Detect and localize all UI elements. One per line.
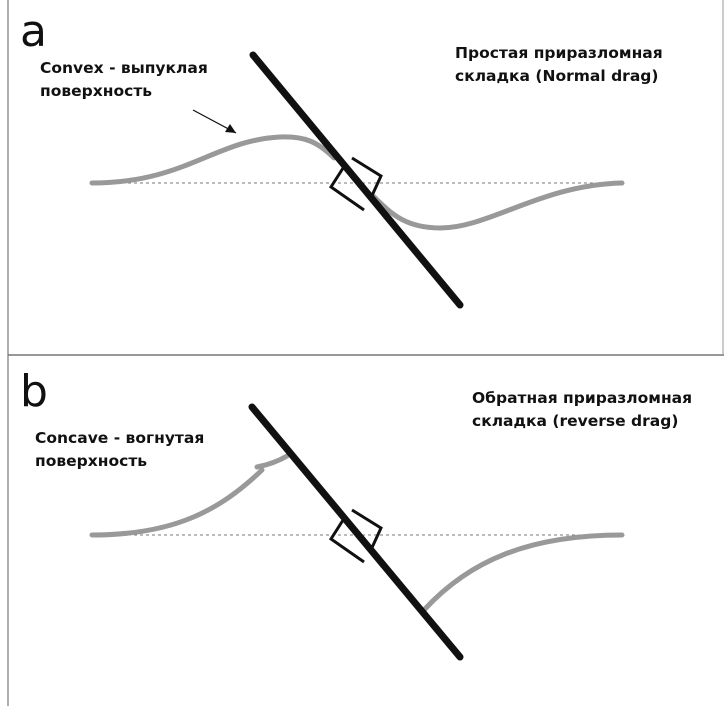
normal-drag-line-2: складка (Normal drag) — [455, 65, 663, 88]
reverse-drag-label: Обратная приразломная складка (reverse d… — [472, 387, 692, 433]
fault-line-b — [252, 407, 460, 657]
reverse-drag-line-1: Обратная приразломная — [472, 387, 692, 410]
fault-line-a — [253, 55, 460, 305]
normal-drag-line-1: Простая приразломная — [455, 42, 663, 65]
convex-surface-label: Convex - выпуклая поверхность — [40, 57, 208, 103]
panel-letter-a: a — [20, 10, 47, 54]
convex-label-line-1: Convex - выпуклая — [40, 57, 208, 80]
concave-surface-label: Concave - вогнутая поверхность — [35, 427, 204, 473]
concave-label-line-2: поверхность — [35, 450, 204, 473]
hanging-wall-bed-a — [92, 137, 334, 183]
convex-label-line-2: поверхность — [40, 80, 208, 103]
footwall-bed-a — [372, 183, 622, 228]
panel-letter-b: b — [20, 370, 48, 414]
hanging-wall-bed-b-upper — [257, 456, 287, 467]
concave-label-line-1: Concave - вогнутая — [35, 427, 204, 450]
footwall-bed-b — [424, 535, 622, 610]
reverse-drag-line-2: складка (reverse drag) — [472, 410, 692, 433]
normal-drag-label: Простая приразломная складка (Normal dra… — [455, 42, 663, 88]
hanging-wall-bed-b-lower — [92, 470, 262, 535]
